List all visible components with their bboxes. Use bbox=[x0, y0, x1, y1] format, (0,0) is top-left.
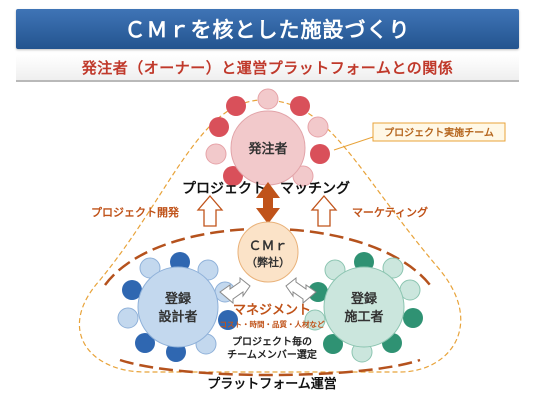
project-team-boundary bbox=[79, 99, 462, 373]
owner-cluster: 発注者 bbox=[205, 88, 330, 187]
team-callout-label: プロジェクト実施チーム bbox=[384, 126, 494, 139]
owner-member-dot bbox=[292, 165, 314, 187]
marketing-label: マーケティング bbox=[352, 205, 428, 219]
designer-circle bbox=[137, 266, 219, 348]
owner-member-dot bbox=[290, 96, 310, 116]
designer-label-line1: 登録 bbox=[164, 291, 192, 307]
builder-member-dot bbox=[308, 282, 328, 302]
cmr-node: ＣＭｒ （弊社） bbox=[237, 221, 299, 283]
builder-member-dot bbox=[403, 308, 423, 328]
builder-circle bbox=[323, 266, 405, 348]
page-title: ＣＭｒを核とした施設づくり bbox=[124, 18, 411, 42]
builder-cluster: 登録 施工者 bbox=[304, 252, 423, 363]
builder-label-line2: 施工者 bbox=[344, 309, 383, 325]
cmr-designer-arrow bbox=[219, 276, 251, 305]
page-subtitle: 発注者（オーナー）と運営プラットフォームとの関係 bbox=[81, 59, 454, 77]
designer-member-dot bbox=[135, 333, 155, 353]
cmr-builder-arrow bbox=[285, 276, 317, 305]
owner-member-dot bbox=[257, 88, 279, 110]
platform-label: プラットフォーム運営 bbox=[207, 376, 337, 392]
owner-member-dot bbox=[205, 143, 227, 165]
management-label: マネジメント bbox=[233, 303, 311, 318]
team-callout-leader bbox=[333, 136, 374, 151]
team-select-line1: プロジェクト毎の bbox=[232, 335, 312, 348]
owner-label: 発注者 bbox=[247, 141, 287, 157]
owner-member-dot bbox=[310, 144, 330, 164]
management-detail: コスト・時間・品質・人材など bbox=[220, 319, 325, 329]
designer-member-dot bbox=[218, 310, 238, 330]
designer-member-dot bbox=[122, 280, 142, 300]
owner-member-dot bbox=[307, 116, 329, 138]
owner-cmr-arrow bbox=[256, 182, 280, 224]
team-select-line2: チームメンバー選定 bbox=[227, 348, 317, 361]
cmr-label-line2: （弊社） bbox=[246, 255, 290, 269]
designer-cluster: 登録 設計者 bbox=[117, 252, 238, 362]
project-dev-arrow bbox=[196, 195, 224, 227]
builder-member-dot bbox=[304, 309, 326, 331]
project-dev-label: プロジェクト開発 bbox=[91, 205, 180, 219]
cmr-circle bbox=[237, 221, 299, 283]
builder-member-dot bbox=[382, 257, 404, 279]
marketing-arrow bbox=[310, 195, 338, 227]
builder-member-dot bbox=[323, 334, 343, 354]
designer-label-line2: 設計者 bbox=[158, 309, 197, 325]
owner-member-dot bbox=[226, 96, 246, 116]
owner-member-dot bbox=[209, 117, 229, 137]
team-callout-box bbox=[372, 122, 506, 142]
builder-label-line1: 登録 bbox=[350, 291, 378, 307]
cmr-label-line1: ＣＭｒ bbox=[248, 239, 287, 254]
platform-boundary-bottom bbox=[119, 358, 421, 377]
designer-member-dot bbox=[117, 307, 139, 329]
subtitle-bar: 発注者（オーナー）と運営プラットフォームとの関係 bbox=[16, 55, 519, 82]
title-bar: ＣＭｒを核とした施設づくり bbox=[16, 9, 519, 49]
owner-member-dot bbox=[223, 166, 243, 186]
